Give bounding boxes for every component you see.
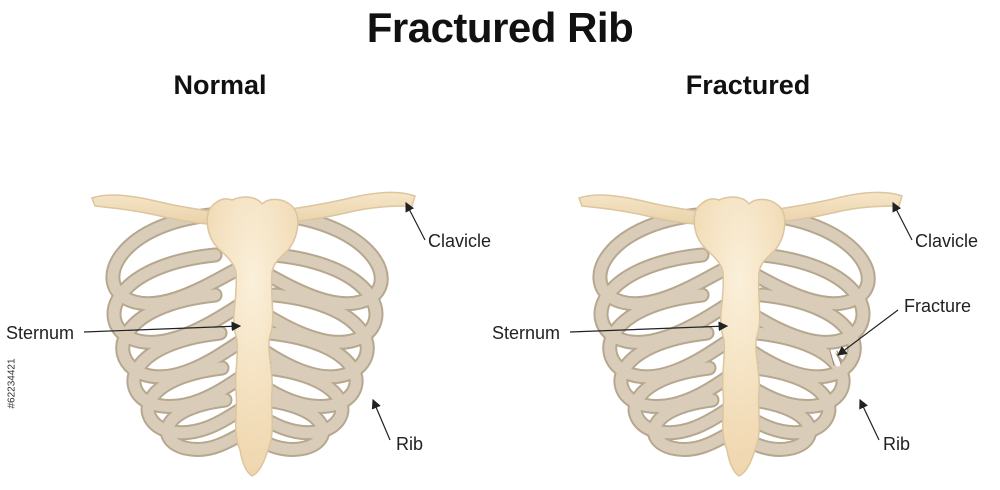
sternum-fractured [693, 196, 786, 477]
leader-rib-fractured [859, 398, 880, 441]
label-clavicle-normal: Clavicle [428, 231, 491, 251]
label-rib-fractured: Rib [883, 434, 910, 454]
leader-clavicle-fractured [892, 201, 913, 241]
leader-sternum-normal [83, 321, 242, 333]
label-sternum-fractured: Sternum [492, 323, 560, 343]
diagram-title: Fractured Rib [366, 4, 634, 51]
leader-fracture [837, 309, 899, 356]
leader-rib-normal [371, 398, 391, 441]
leader-sternum-fractured [569, 321, 729, 333]
rib-cage-fractured [578, 191, 903, 477]
panel-title-fractured: Fractured [685, 70, 811, 100]
leader-clavicle-normal [405, 201, 426, 241]
ribs-fractured [592, 207, 876, 457]
label-rib-normal: Rib [396, 434, 423, 454]
label-clavicle-fractured: Clavicle [915, 231, 978, 251]
leader-lines [83, 201, 913, 441]
panel-title-normal: Normal [173, 70, 267, 100]
rib-cage-normal [91, 191, 416, 477]
label-sternum-normal: Sternum [6, 323, 74, 343]
ribs-normal [105, 207, 389, 457]
sternum-normal [206, 196, 299, 477]
label-fracture: Fracture [904, 296, 971, 316]
